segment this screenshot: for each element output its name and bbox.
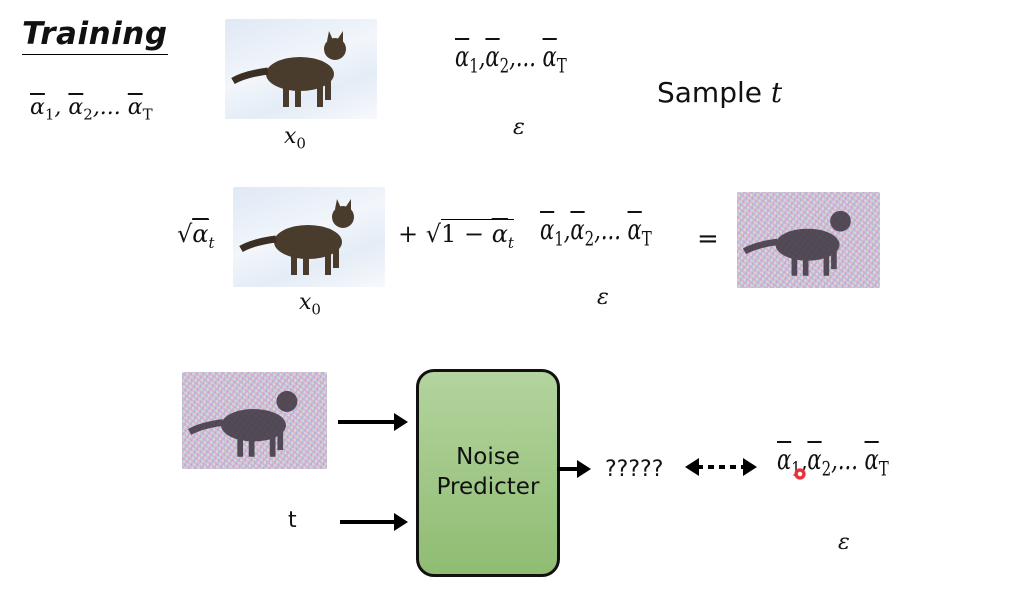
x0-label-row2: x0 xyxy=(299,290,321,319)
sqrt-one-minus-alpha-bar-t: + √1 − αt xyxy=(398,219,514,252)
noisy-cat-input-image xyxy=(182,372,327,469)
output-arrow xyxy=(557,460,591,478)
alpha-bar-schedule-left: α1, α2,... αT xyxy=(30,95,153,124)
epsilon-noise-sample: α1,α2,... αT xyxy=(455,40,567,78)
clean-cat-image-x0-row2 xyxy=(233,187,385,287)
predicted-noise-placeholder: ????? xyxy=(605,457,664,482)
sample-t-text: Sample t xyxy=(657,76,783,109)
epsilon-noise-row2: α1,α2,... αT xyxy=(540,213,652,251)
epsilon-label: ε xyxy=(513,115,525,140)
box-label-line1: Noise xyxy=(456,444,520,471)
epsilon-label-row2: ε xyxy=(597,285,609,310)
box-label-line2: Predicter xyxy=(436,474,540,500)
image-input-arrow xyxy=(338,413,408,431)
mouse-cursor-indicator xyxy=(794,468,806,480)
t-input-arrow xyxy=(340,513,408,531)
compare-double-arrow xyxy=(685,458,757,476)
equals-sign: = xyxy=(697,224,719,254)
sqrt-alpha-bar-t: √αt xyxy=(177,219,215,252)
target-epsilon-noise: α1,α2,... αT xyxy=(777,443,889,481)
x0-label: x0 xyxy=(284,124,306,153)
noisy-cat-image-xt xyxy=(737,192,880,288)
clean-cat-image-x0 xyxy=(225,19,377,119)
epsilon-label-row3: ε xyxy=(838,530,850,555)
t-input-label: t xyxy=(288,508,297,533)
section-title: Training xyxy=(22,16,168,55)
